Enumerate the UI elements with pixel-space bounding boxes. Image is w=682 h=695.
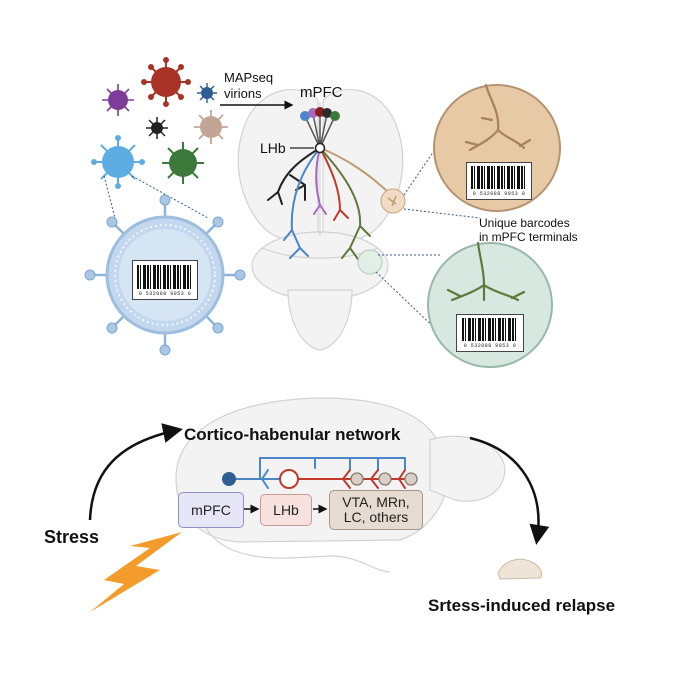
- relapse-label: Srtess-induced relapse: [428, 596, 616, 615]
- mpfc-top-label: mPFC: [300, 84, 343, 101]
- targets-box: VTA, MRn, LC, others: [329, 490, 423, 530]
- green-terminal-barcode: 0 532088 9953 0: [456, 314, 524, 352]
- axon-projections: [267, 111, 401, 263]
- virus-purple-icon: [102, 84, 134, 116]
- barcode-number: 0 532088 9953 0: [472, 191, 526, 197]
- lhb-top-label: LHb: [260, 140, 286, 156]
- virus-green-icon: [162, 142, 204, 184]
- powder-icon: [497, 558, 543, 580]
- virus-red-icon: [141, 57, 191, 107]
- stress-label: Stress: [44, 527, 100, 547]
- unique-barcodes-line1: Unique barcodes: [479, 216, 570, 230]
- unique-barcodes-line2: in mPFC terminals: [479, 230, 578, 244]
- lhb-box: LHb: [260, 494, 312, 526]
- relapse-arrow: [469, 436, 550, 545]
- virus-black-icon: [146, 117, 168, 139]
- barcode-number: 0 532088 9953 0: [138, 291, 192, 297]
- lhb-node: [314, 142, 326, 154]
- axon-blue: [283, 147, 321, 259]
- barcode-number: 0 532088 9953 0: [463, 343, 517, 349]
- axon-green: [319, 147, 371, 263]
- virus-blue-icon: [91, 135, 145, 189]
- virus-particles: [91, 57, 228, 189]
- lhb-neuron: [279, 469, 299, 489]
- barcode-bars: [461, 317, 519, 341]
- barcode-bars: [137, 264, 193, 289]
- network-title: Cortico-habenular network: [184, 425, 401, 444]
- target-neurons: [350, 472, 418, 486]
- axon-black: [267, 147, 321, 205]
- mpfc-box: mPFC: [178, 492, 244, 528]
- unique-barcodes-label: Unique barcodes in mPFC terminals: [479, 216, 578, 244]
- mpfc-somas: [300, 107, 340, 121]
- target-region-green: [357, 249, 383, 275]
- virus-tan-icon: [194, 110, 228, 144]
- targets-line1: VTA, MRn,: [342, 494, 410, 510]
- mapseq-label: MAPseq virions: [224, 70, 273, 102]
- mapseq-label-line2: virions: [224, 86, 262, 101]
- axon-purple: [313, 147, 327, 215]
- barcode-bars: [471, 165, 527, 189]
- stress-arrow: [88, 423, 183, 521]
- mpfc-neuron: [222, 472, 236, 486]
- virion-barcode: 0 532088 9953 0: [132, 260, 198, 300]
- targets-line2: LC, others: [343, 509, 409, 525]
- tan-terminal-barcode: 0 532088 9953 0: [466, 162, 532, 200]
- mapseq-label-line1: MAPseq: [224, 70, 274, 85]
- virus-navy-icon: [197, 83, 217, 103]
- virion-zoom-lines: [103, 175, 209, 219]
- lightning-icon: [90, 532, 182, 612]
- axon-red: [319, 147, 349, 221]
